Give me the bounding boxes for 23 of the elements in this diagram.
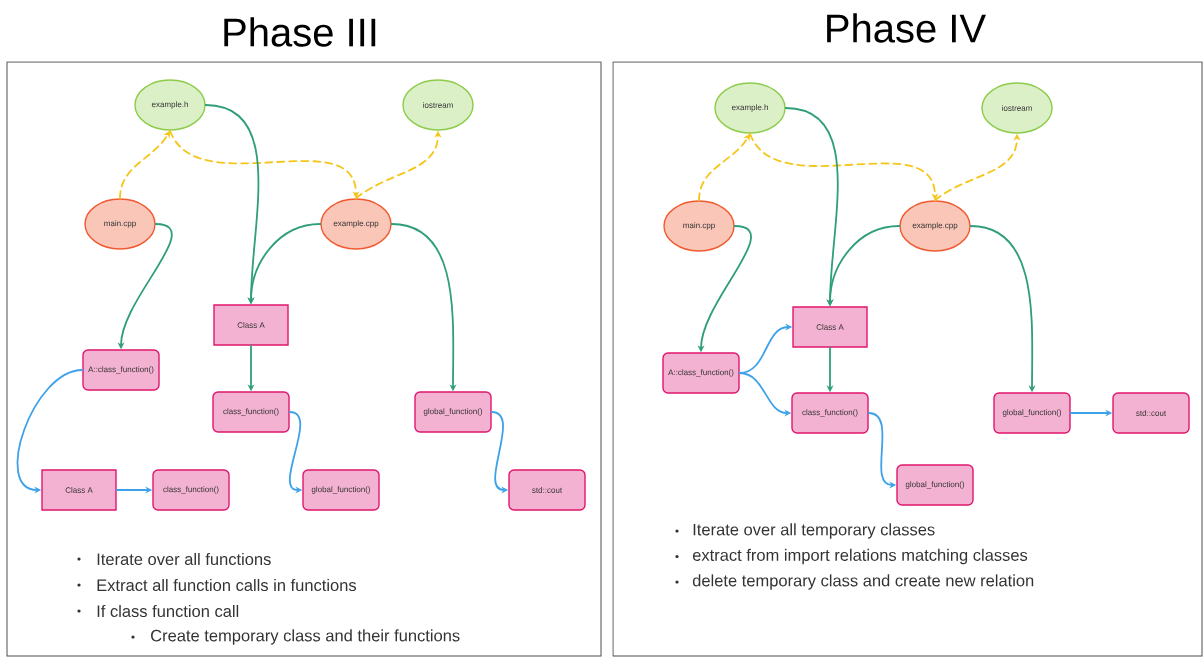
panel-title: Phase III [224, 17, 376, 47]
function-box: A::class_function() [82, 349, 160, 391]
function-box: class_function() [152, 469, 230, 511]
function-box: global_function() [993, 392, 1071, 434]
function-box: global_function() [414, 391, 492, 433]
class-box: Class A [41, 469, 117, 511]
class-box: Class A [792, 306, 868, 348]
bullet-item: Iterate over all temporary classes [675, 523, 935, 539]
function-box: global_function() [302, 469, 380, 511]
function-box: class_function() [212, 391, 290, 433]
function-box: A::class_function() [662, 352, 740, 394]
function-box: global_function() [896, 464, 974, 506]
class-box: Class A [213, 304, 289, 346]
panel-title: Phase IV [827, 13, 986, 43]
function-box: class_function() [791, 392, 869, 434]
function-box: std::cout [508, 469, 586, 511]
bullet-item: Create temporary class and their functions [131, 629, 460, 645]
bullet-item: extract from import relations matching classes [675, 548, 1028, 565]
bullet-item: Iterate over all functions [77, 552, 271, 566]
bullet-item: If class function call [77, 604, 239, 618]
bullet-item: delete temporary class and create new relation [675, 574, 1034, 590]
function-box: std::cout [1112, 392, 1190, 434]
bullet-item: Extract all function calls in functions [77, 578, 356, 592]
